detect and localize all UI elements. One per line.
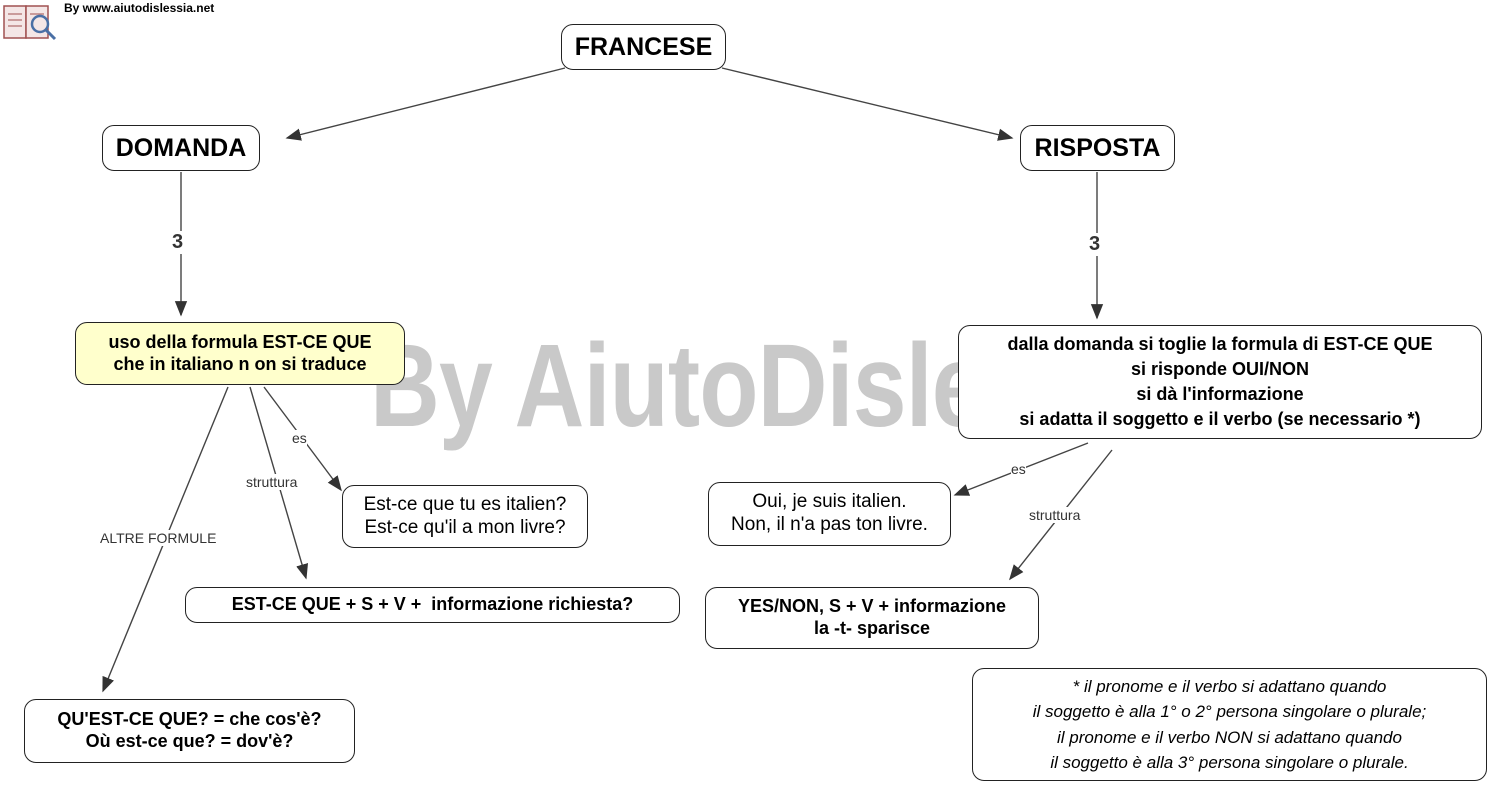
- node-domanda-example: Est-ce que tu es italien? Est-ce qu'il a…: [342, 485, 588, 548]
- link-label-es-left: es: [292, 430, 307, 446]
- link-label-risposta-count: 3: [1089, 233, 1101, 256]
- link-label-altre-formule: ALTRE FORMULE: [100, 530, 217, 546]
- site-credit: By www.aiutodislessia.net: [64, 1, 215, 15]
- node-risposta-structure: YES/NON, S + V + informazione la -t- spa…: [705, 587, 1039, 649]
- node-domanda: DOMANDA: [102, 125, 260, 171]
- node-francese: FRANCESE: [561, 24, 726, 70]
- node-risposta: RISPOSTA: [1020, 125, 1175, 171]
- link-label-es-right: es: [1011, 461, 1026, 477]
- link-label-struttura-right: struttura: [1029, 507, 1081, 523]
- link-root-domanda: [285, 67, 566, 141]
- node-domanda-structure: EST-CE QUE + S + V + informazione richie…: [185, 587, 680, 623]
- node-risposta-detail: dalla domanda si toglie la formula di ES…: [958, 325, 1482, 439]
- link-label-struttura-left: struttura: [246, 474, 298, 490]
- book-magnifier-logo-icon: [3, 5, 57, 41]
- node-domanda-detail: uso della formula EST-CE QUE che in ital…: [75, 322, 405, 385]
- link-label-domanda-count: 3: [172, 231, 184, 254]
- node-risposta-example: Oui, je suis italien. Non, il n'a pas to…: [708, 482, 951, 546]
- link-root-risposta: [721, 67, 1014, 141]
- node-altre-formule: QU'EST-CE QUE? = che cos'è? Où est-ce qu…: [24, 699, 355, 763]
- node-note: * il pronome e il verbo si adattano quan…: [972, 668, 1487, 781]
